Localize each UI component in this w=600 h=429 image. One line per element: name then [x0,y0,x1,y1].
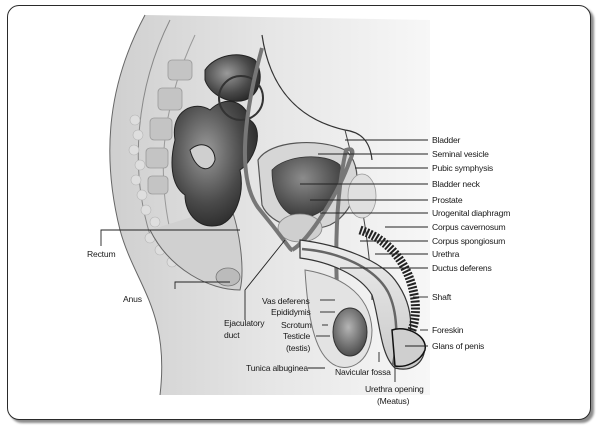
label-corpus-cavernosum: Corpus cavernosum [432,222,506,232]
label-seminal-vesicle: Seminal vesicle [432,149,489,159]
label-vas-deferens: Vas deferens [262,296,310,306]
label-shaft: Shaft [432,292,452,302]
abdominal-wall [261,34,373,161]
scrotum [304,269,373,368]
label-pubic-symphysis: Pubic symphysis [432,163,493,173]
rectum-wall [149,204,243,291]
label-scrotum: Scrotum [281,320,312,330]
leader-lines [100,139,428,382]
label-foreskin: Foreskin [432,325,464,335]
vas-deferens-tube [242,47,355,311]
label-urogenital-diaphragm: Urogenital diaphragm [432,208,510,218]
label-urethra-opening-meatus: (Meatus) [377,396,410,406]
gluteal-tissue [128,114,201,268]
label-corpus-spongiosum: Corpus spongiosum [432,236,505,246]
label-rectum: Rectum [87,249,115,259]
label-urethra-opening: Urethra opening [365,384,424,394]
label-ejaculatory-duct-2: duct [224,330,240,340]
pubic-symphysis-bone [347,173,377,219]
label-bladder-neck: Bladder neck [432,179,481,189]
sacrum [145,59,193,195]
testicle-shape [332,307,368,357]
label-urethra: Urethra [432,249,460,259]
label-navicular-fossa: Navicular fossa [335,367,391,377]
label-bladder: Bladder [432,135,461,145]
label-anus: Anus [123,294,142,304]
label-testicle-testis: (testis) [286,343,311,353]
label-tunica-albuginea: Tunica albuginea [246,363,308,373]
intestines [171,54,264,227]
label-ejaculatory-duct: Ejaculatory [224,318,265,328]
label-testicle: Testicle [283,331,310,341]
labels: Bladder Seminal vesicle Pubic symphysis … [87,135,510,406]
label-epididymis: Epididymis [271,307,311,317]
label-prostate: Prostate [432,195,463,205]
label-ductus-deferens: Ductus deferens [432,263,492,273]
label-glans-of-penis: Glans of penis [432,341,484,351]
